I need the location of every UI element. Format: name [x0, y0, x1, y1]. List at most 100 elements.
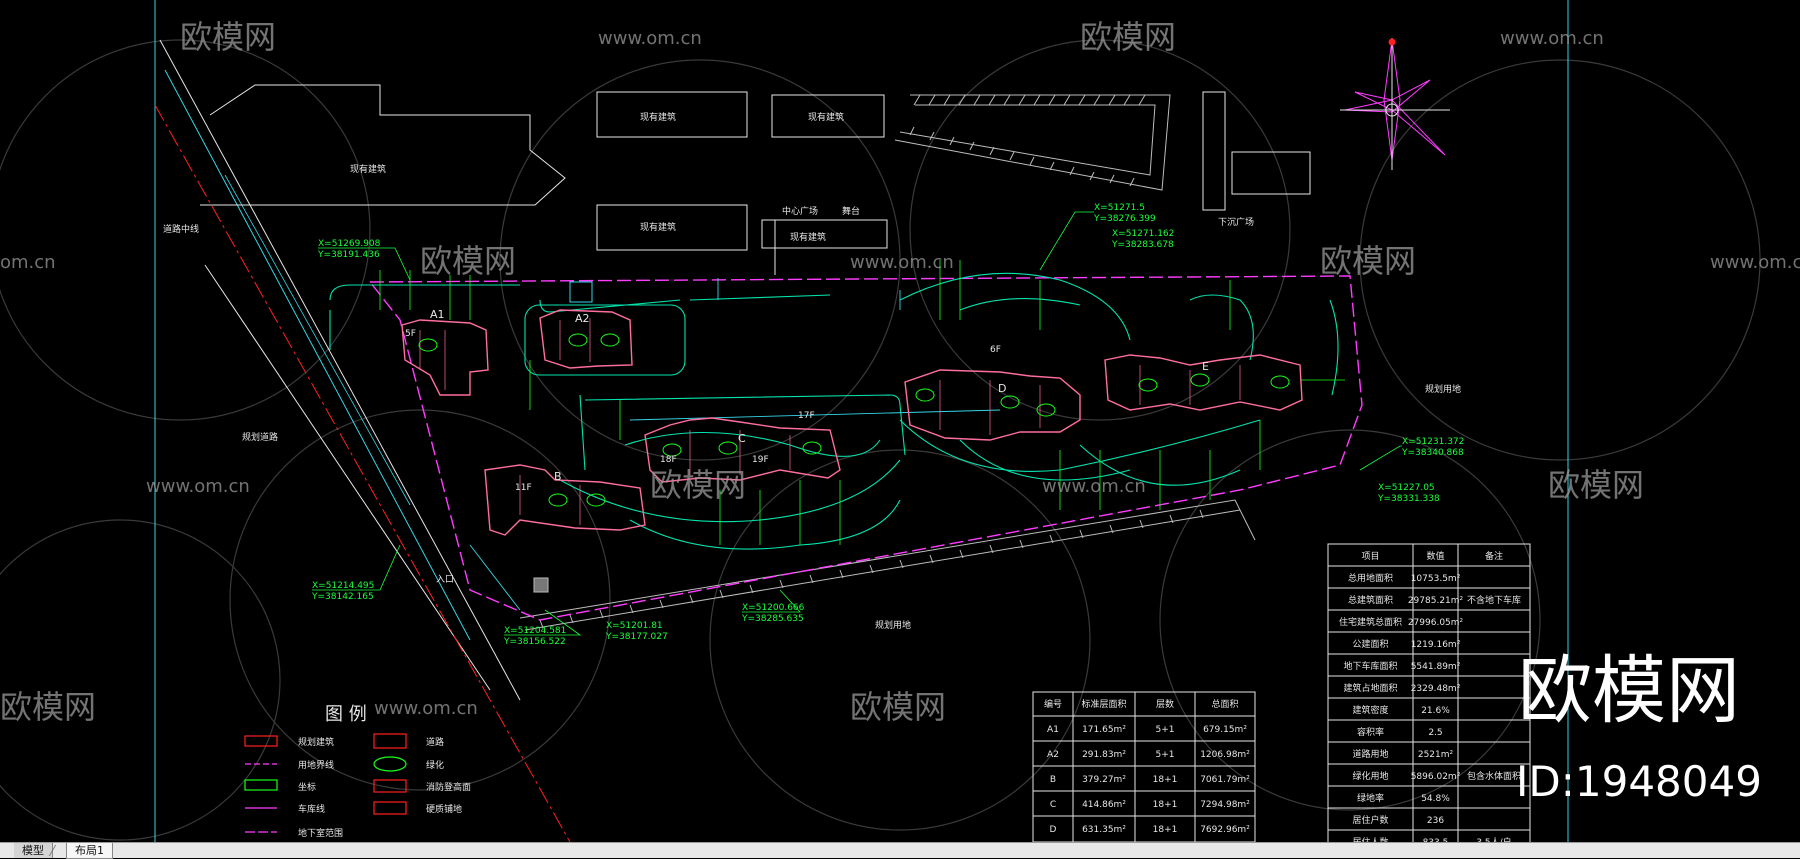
econ-table-cell: 容积率: [1357, 726, 1384, 738]
coord-3-y: Y=38283.678: [1111, 240, 1174, 250]
legend-item-8: 硬质铺地: [426, 803, 462, 815]
label-existing-building-3: 现有建筑: [808, 111, 844, 123]
label-existing-building-4: 现有建筑: [640, 221, 676, 233]
floor-tag-18f: 18F: [660, 455, 677, 465]
econ-table-cell: 总用地面积: [1348, 572, 1393, 584]
watermark-url-7: www.om.cn: [1042, 476, 1146, 497]
building-inner-lines: [419, 318, 1241, 525]
watermark-brand-7: 欧模网: [0, 688, 96, 726]
building-tag-e: E: [1202, 360, 1209, 373]
building-table-cell: 7061.79m²: [1200, 775, 1250, 785]
building-tag-a1: A1: [430, 308, 445, 321]
floor-tag-19f: 19F: [752, 455, 769, 465]
building-table-header: 总面积: [1211, 698, 1238, 710]
legend-item-4: 地下室范围: [298, 827, 343, 839]
building-table-cell: 7294.98m²: [1200, 800, 1250, 810]
building-e: [1104, 354, 1303, 411]
existing-buildings: [200, 84, 1311, 275]
watermark-url-6: www.om.cn: [146, 476, 250, 497]
coord-7-y: Y=38156.522: [503, 637, 566, 647]
building-tag-d: D: [998, 382, 1006, 395]
econ-table-cell: 21.6%: [1421, 706, 1450, 716]
site-boundary: [369, 275, 1363, 621]
econ-table-cell: 建筑密度: [1352, 704, 1388, 716]
econ-table-cell: 27996.05m²: [1408, 618, 1464, 628]
planned-buildings: [401, 309, 1303, 536]
watermark-brand-3: 欧模网: [420, 242, 516, 280]
legend-item-5: 道路: [426, 736, 444, 748]
building-table-cell: 379.27m²: [1082, 775, 1126, 785]
coord-2-y: Y=38276.399: [1093, 214, 1156, 224]
building-d: [904, 369, 1081, 441]
coord-2-x: X=51271.5: [1094, 203, 1145, 213]
entrance-marker: [533, 577, 549, 593]
building-table-cell: A1: [1047, 725, 1059, 735]
econ-table-cell: 公建面积: [1352, 638, 1388, 650]
econ-table-cell: 建筑占地面积: [1343, 682, 1397, 694]
econ-table-cell: 绿地率: [1357, 792, 1384, 804]
coord-4-y: Y=38340.868: [1401, 448, 1464, 458]
building-table-cell: 5+1: [1156, 750, 1175, 760]
watermark-brand-8: 欧模网: [850, 688, 946, 726]
building-table-cell: B: [1050, 775, 1056, 785]
tab-layout1[interactable]: 布局1: [66, 843, 113, 859]
watermark-id: ID:1948049: [1516, 757, 1762, 806]
coord-9-y: Y=38285.635: [741, 614, 804, 624]
watermark-url-4: www.om.cn: [850, 252, 954, 273]
watermark-url-2: www.om.cn: [1500, 28, 1604, 49]
building-table-cell: 18+1: [1153, 825, 1178, 835]
building-table-cell: D: [1050, 825, 1057, 835]
coord-8-x: X=51201.81: [606, 621, 663, 631]
building-b: [484, 464, 646, 536]
building-table-cell: C: [1050, 800, 1056, 810]
coord-7-x: X=51204.581: [504, 626, 566, 636]
legend-item-7: 消防登高面: [426, 781, 471, 793]
floor-tag-5f: 5F: [405, 329, 416, 339]
label-stage: 舞台: [842, 205, 860, 217]
econ-table-cell: 2.5: [1428, 728, 1442, 738]
building-tag-c: C: [738, 432, 746, 445]
econ-table-cell: 居住户数: [1352, 814, 1388, 826]
econ-table-header: 数值: [1426, 550, 1444, 562]
building-table-cell: A2: [1047, 750, 1059, 760]
legend-item-0: 规划建筑: [298, 736, 334, 748]
legend-item-3: 车库线: [298, 803, 325, 815]
building-table-cell: 171.65m²: [1082, 725, 1126, 735]
watermark-brand-2: 欧模网: [1080, 18, 1176, 56]
watermark-url-5: www.om.cn: [1710, 252, 1800, 273]
label-planned-land-east: 规划用地: [1425, 383, 1461, 395]
legend-title: 图 例: [325, 704, 367, 725]
econ-table-cell: 29785.21m²: [1408, 596, 1464, 606]
legend: 图 例 规划建筑 用地界线 坐标 车库线 地下室范围 道路 绿化 消防登高面 硬…: [244, 704, 471, 839]
watermark-url-3: om.cn: [0, 252, 56, 273]
building-table-cell: 5+1: [1156, 725, 1175, 735]
coord-1-y: Y=38191.436: [317, 250, 380, 260]
coord-1-x: X=51269.908: [318, 239, 381, 249]
econ-table-cell: 包含水体面积: [1467, 770, 1521, 782]
legend-item-6: 绿化: [426, 759, 444, 771]
coord-9-x: X=51200.666: [742, 603, 805, 613]
building-table-cell: 18+1: [1153, 775, 1178, 785]
legend-symbols: [244, 733, 407, 833]
landscape-roads: [329, 272, 1339, 550]
label-entrance: 入口: [436, 574, 454, 585]
watermark-url-8: www.om.cn: [374, 698, 478, 719]
econ-table-cell: 住宅建筑总面积: [1339, 616, 1402, 628]
coord-4-x: X=51231.372: [1402, 437, 1464, 447]
retaining-wall-bottom: [519, 499, 1256, 631]
tab-model[interactable]: 模型: [14, 843, 53, 858]
label-existing-building-1: 现有建筑: [350, 163, 386, 175]
retaining-wall-top: [894, 94, 1171, 191]
building-table-cell: 631.35m²: [1082, 825, 1126, 835]
watermark-url-1: www.om.cn: [598, 28, 702, 49]
label-existing-building-2: 现有建筑: [640, 111, 676, 123]
building-table-cell: 291.83m²: [1082, 750, 1126, 760]
planned-road-lines: [154, 39, 571, 843]
label-existing-building-5: 现有建筑: [790, 231, 826, 243]
econ-table-cell: 54.8%: [1421, 794, 1450, 804]
building-table-cell: 414.86m²: [1082, 800, 1126, 810]
coord-3-x: X=51271.162: [1112, 229, 1174, 239]
econ-table-cell: 道路用地: [1352, 748, 1388, 760]
econ-table-header: 项目: [1361, 551, 1379, 562]
